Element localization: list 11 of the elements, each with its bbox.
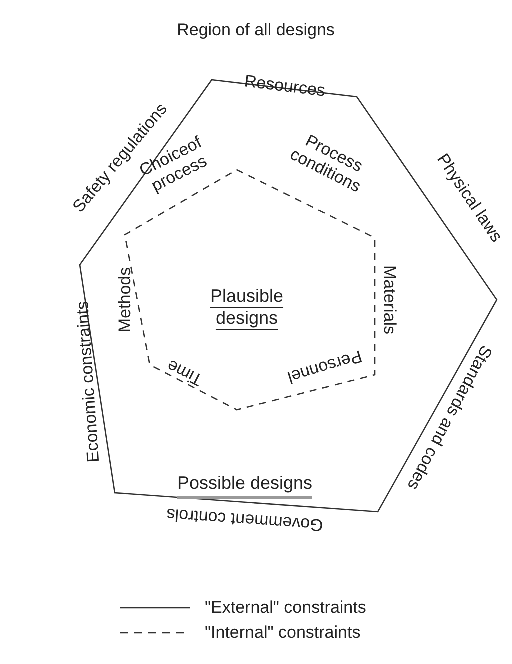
region-label: Possible designs	[177, 472, 313, 499]
legend-text: "External" constraints	[205, 598, 366, 617]
constraint-label: Time	[164, 356, 206, 390]
diagram-title: Region of all designs	[177, 20, 335, 40]
region-label: Plausible designs	[209, 285, 285, 329]
constraint-label: Materials	[380, 266, 400, 334]
legend-text: "Internal" constraints	[205, 623, 361, 642]
constraint-label: Economic constraints	[72, 300, 104, 464]
constraint-label: Resources	[244, 72, 326, 100]
constraint-label: Methods	[116, 267, 134, 333]
constraint-label: Govemment controls	[166, 505, 324, 535]
